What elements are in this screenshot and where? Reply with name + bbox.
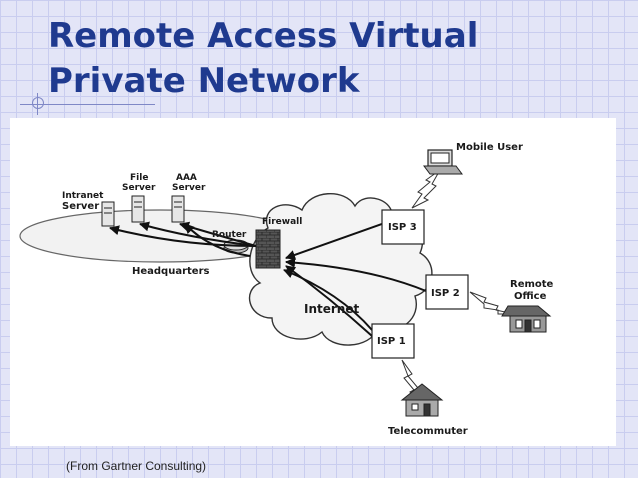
aaa-server-label-line2: Server: [172, 183, 206, 193]
intranet-server-label-line1: Intranet: [62, 191, 104, 201]
title-underline: [20, 104, 155, 105]
vpn-diagram: Mobile User File Server AAA Server Intra…: [10, 118, 616, 446]
firewall-label: Firewall: [262, 217, 302, 227]
file-server-label-line2: Server: [122, 183, 156, 193]
isp2-box: [425, 274, 469, 310]
isp3-box: [381, 209, 425, 245]
remote-office-label-line2: Office: [514, 291, 547, 302]
headquarters-label: Headquarters: [132, 266, 210, 277]
slide-title-line1: Remote Access Virtual: [48, 16, 479, 56]
isp1-box: [371, 323, 415, 359]
file-server-icon: [131, 195, 145, 223]
isp2-label: ISP 2: [431, 288, 460, 299]
aaa-server-icon: [171, 195, 185, 223]
file-server-label-line1: File: [130, 173, 148, 183]
crosshair-circle-icon: [32, 97, 44, 109]
intranet-server-icon: [101, 201, 115, 227]
remote-office-icon: [501, 305, 552, 333]
hq-arrows: [109, 221, 257, 257]
remote-office-label-line1: Remote: [510, 279, 554, 290]
laptop-icon: [423, 149, 463, 175]
source-note: (From Gartner Consulting): [66, 459, 207, 473]
isp1-label: ISP 1: [377, 336, 406, 347]
firewall-icon: [255, 229, 281, 269]
vpn-diagram-svg: Mobile User File Server AAA Server Intra…: [19, 142, 554, 437]
internet-arrows: [283, 223, 427, 337]
intranet-server-label-line2: Server: [62, 201, 99, 212]
crosshair-line-icon: [37, 93, 38, 115]
mobile-user-label: Mobile User: [456, 142, 523, 153]
internet-label: Internet: [304, 302, 359, 316]
slide-title-line2: Private Network: [48, 61, 360, 101]
house-icon: [400, 383, 444, 417]
router-label: Router: [212, 230, 247, 240]
telecommuter-label: Telecommuter: [388, 426, 468, 437]
isp3-label: ISP 3: [388, 222, 417, 233]
slide-title: Remote Access Virtual Private Network: [48, 14, 478, 104]
wireless-links: [401, 169, 515, 405]
aaa-server-label-line1: AAA: [176, 173, 197, 183]
